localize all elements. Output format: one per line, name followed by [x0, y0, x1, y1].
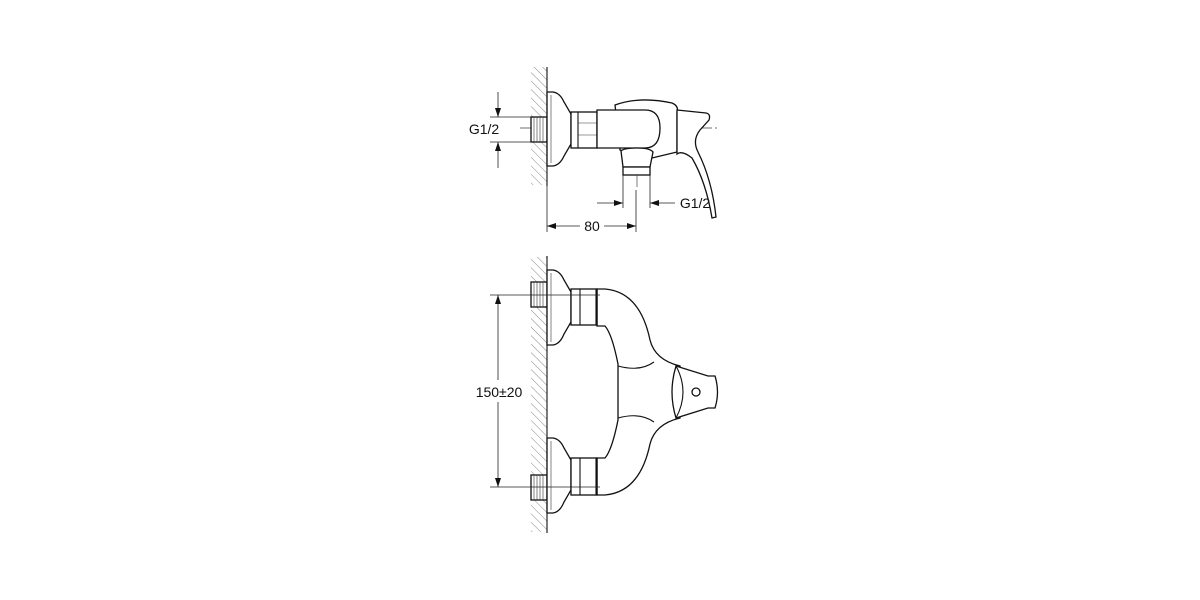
lower-nut — [570, 457, 598, 496]
wall-hatching — [531, 257, 547, 532]
depth-dimension-label: 80 — [584, 218, 600, 234]
depth-dimension: 80 — [546, 186, 637, 234]
front-view: 150±20 — [476, 256, 719, 533]
inlet-thread-dimension: G1/2 — [469, 92, 531, 168]
outlet-thread-dimension: G1/2 — [597, 175, 710, 211]
upper-wall-flange — [546, 269, 572, 346]
handle-screw-hole — [691, 387, 701, 397]
lower-wall-flange — [546, 437, 572, 514]
lower-inlet-thread — [530, 474, 548, 501]
inlet-spacing-label: 150±20 — [476, 384, 523, 400]
outlet-connector — [620, 147, 654, 168]
inlet-spacing-dimension: 150±20 — [476, 294, 600, 488]
outlet-thread — [622, 166, 651, 176]
connection-nut — [570, 111, 598, 149]
outlet-thread-label: G1/2 — [680, 195, 711, 211]
side-view: G1/2 G1/2 80 — [469, 67, 720, 234]
wall-flange — [546, 91, 572, 167]
upper-inlet-thread — [530, 281, 548, 308]
lever-handle — [676, 109, 717, 219]
mixer-body — [596, 109, 661, 149]
upper-nut — [570, 288, 598, 326]
inlet-thread-label: G1/2 — [469, 121, 500, 137]
inlet-thread — [530, 116, 548, 143]
mixer-body — [596, 288, 681, 496]
